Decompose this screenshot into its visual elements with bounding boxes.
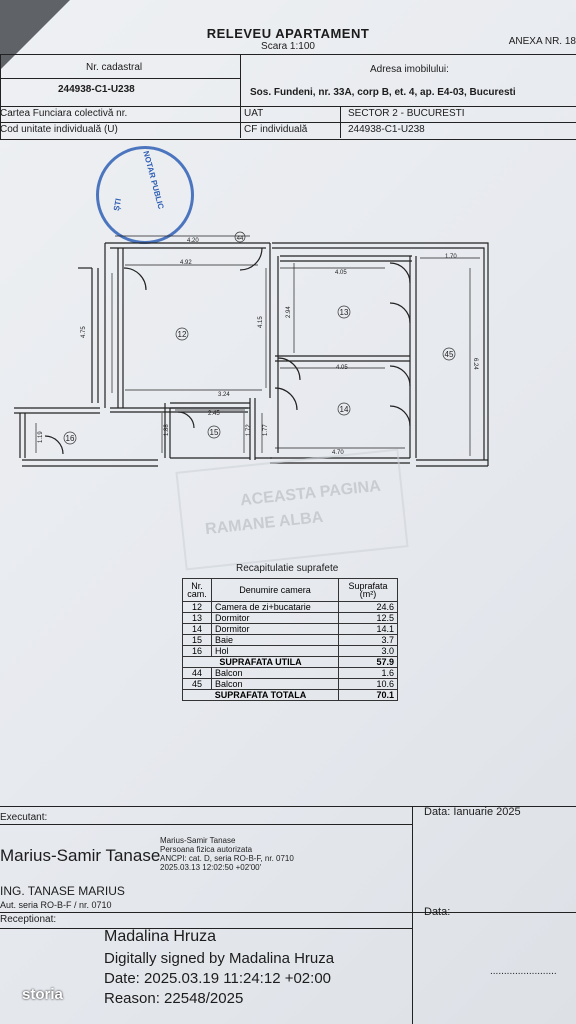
room-number: 16 — [66, 434, 75, 443]
dim-label: 1.19 — [38, 431, 44, 443]
cell-area: 10.6 — [338, 678, 398, 690]
receptionat-label: Receptionat: — [0, 914, 57, 925]
cell-name: Camera de zi+bucatarie — [211, 601, 339, 613]
document-title: RELEVEU APARTAMENT — [206, 26, 370, 41]
receiver-date: Date: 2025.03.19 11:24:12 +02:00 — [104, 970, 331, 987]
receiver-name: Madalina Hruza — [104, 928, 217, 945]
table-row: 45 Balcon 10.6 — [182, 678, 398, 690]
area-table: Nr. cam. Denumire camera Suprafata (m²) … — [182, 578, 398, 701]
total-area-value: 70.1 — [338, 689, 398, 701]
annex-number: ANEXA NR. 18 — [508, 36, 576, 47]
table-row: 13 Dormitor 12.5 — [182, 612, 398, 624]
dim-label: 6.24 — [472, 358, 478, 370]
cf-individual-value: 244938-C1-U238 — [348, 124, 425, 135]
total-area-row: SUPRAFATA TOTALA 70.1 — [182, 689, 398, 701]
cell-name: Balcon — [211, 667, 339, 679]
recap-title: Recapitulatie suprafete — [236, 563, 339, 574]
dim-label: 2.45 — [208, 411, 220, 417]
info-table — [0, 54, 576, 140]
cell-name: Balcon — [211, 678, 339, 690]
cell-area: 12.5 — [338, 612, 398, 624]
dim-label: 1.72 — [246, 424, 252, 436]
room-number: 15 — [210, 428, 219, 437]
executant-label: Executant: — [0, 812, 48, 823]
uat-value: SECTOR 2 - BUCURESTI — [348, 108, 465, 119]
table-row: 14 Dormitor 14.1 — [182, 623, 398, 635]
header-name: Denumire camera — [211, 578, 339, 602]
table-row: 15 Baie 3.7 — [182, 634, 398, 646]
date-bottom: Data: — [424, 906, 451, 918]
useful-area-value: 57.9 — [338, 656, 398, 668]
engineer-name: ING. TANASE MARIUS — [0, 884, 125, 898]
receiver-reason: Reason: 22548/2025 — [104, 990, 244, 1007]
dim-label: 4.15 — [258, 316, 264, 328]
address-value: Sos. Fundeni, nr. 33A, corp B, et. 4, ap… — [250, 87, 516, 98]
receiver-signed: Digitally signed by Madalina Hruza — [104, 950, 335, 967]
background-corner — [0, 0, 70, 70]
uat-label: UAT — [244, 108, 264, 119]
executant-name: Marius-Samir Tanase — [0, 846, 161, 865]
address-label: Adresa imobilului: — [370, 64, 449, 75]
room-number: 14 — [340, 405, 349, 414]
dim-label: 1.88 — [164, 424, 170, 436]
room-number: 13 — [340, 308, 349, 317]
dim-label: 4.70 — [332, 450, 344, 456]
cell-area: 3.7 — [338, 634, 398, 646]
header-nr: Nr. cam. — [182, 578, 212, 602]
total-area-label: SUPRAFATA TOTALA — [182, 689, 339, 701]
cell-nr: 44 — [182, 667, 212, 679]
dim-label: 2.94 — [286, 306, 292, 318]
room-number: 44 — [237, 236, 244, 242]
signature-dots: ........................ — [490, 966, 557, 977]
cell-name: Dormitor — [211, 612, 339, 624]
floor-plan: 4.20 4.92 4.05 1.70 4.75 4.15 2.94 6.24 … — [14, 231, 489, 467]
useful-area-label: SUPRAFATA UTILA — [182, 656, 339, 668]
dim-label: 1.77 — [263, 424, 269, 436]
digital-signature: Marius-Samir Tanase Persoana fizica auto… — [160, 836, 294, 872]
cell-nr: 15 — [182, 634, 212, 646]
dim-label: 1.70 — [445, 254, 457, 260]
dim-label: 4.05 — [335, 270, 347, 276]
cadastral-label: Nr. cadastral — [86, 62, 143, 73]
cell-nr: 16 — [182, 645, 212, 657]
unit-code-label: Cod unitate individuală (U) — [0, 124, 118, 135]
cell-area: 24.6 — [338, 601, 398, 613]
storia-logo: storia — [22, 986, 63, 1003]
cadastral-value: 244938-C1-U238 — [58, 84, 135, 95]
table-row: 44 Balcon 1.6 — [182, 667, 398, 679]
dim-label: 4.05 — [336, 365, 348, 371]
dim-label: 4.20 — [187, 238, 199, 244]
room-number: 45 — [445, 350, 454, 359]
date-top: Data: Ianuarie 2025 — [424, 806, 521, 818]
cf-collective-label: Cartea Funciara colectivă nr. — [0, 108, 128, 119]
cell-name: Dormitor — [211, 623, 339, 635]
cf-individual-label: CF individuală — [244, 124, 308, 135]
dim-label: 4.75 — [81, 326, 87, 338]
table-header-row: Nr. cam. Denumire camera Suprafata (m²) — [182, 578, 398, 602]
useful-area-row: SUPRAFATA UTILA 57.9 — [182, 656, 398, 668]
cell-name: Baie — [211, 634, 339, 646]
cell-nr: 14 — [182, 623, 212, 635]
cell-name: Hol — [211, 645, 339, 657]
room-number: 12 — [178, 330, 187, 339]
document-scale: Scara 1:100 — [261, 41, 315, 52]
dim-label: 3.24 — [218, 392, 230, 398]
table-row: 12 Camera de zi+bucatarie 24.6 — [182, 601, 398, 613]
cell-nr: 45 — [182, 678, 212, 690]
authorization-series: Aut. seria RO-B-F / nr. 0710 — [0, 900, 112, 910]
table-row: 16 Hol 3.0 — [182, 645, 398, 657]
cell-nr: 12 — [182, 601, 212, 613]
header-area: Suprafata (m²) — [338, 578, 398, 602]
cell-nr: 13 — [182, 612, 212, 624]
cell-area: 3.0 — [338, 645, 398, 657]
dim-label: 4.92 — [180, 260, 192, 266]
cell-area: 14.1 — [338, 623, 398, 635]
cell-area: 1.6 — [338, 667, 398, 679]
